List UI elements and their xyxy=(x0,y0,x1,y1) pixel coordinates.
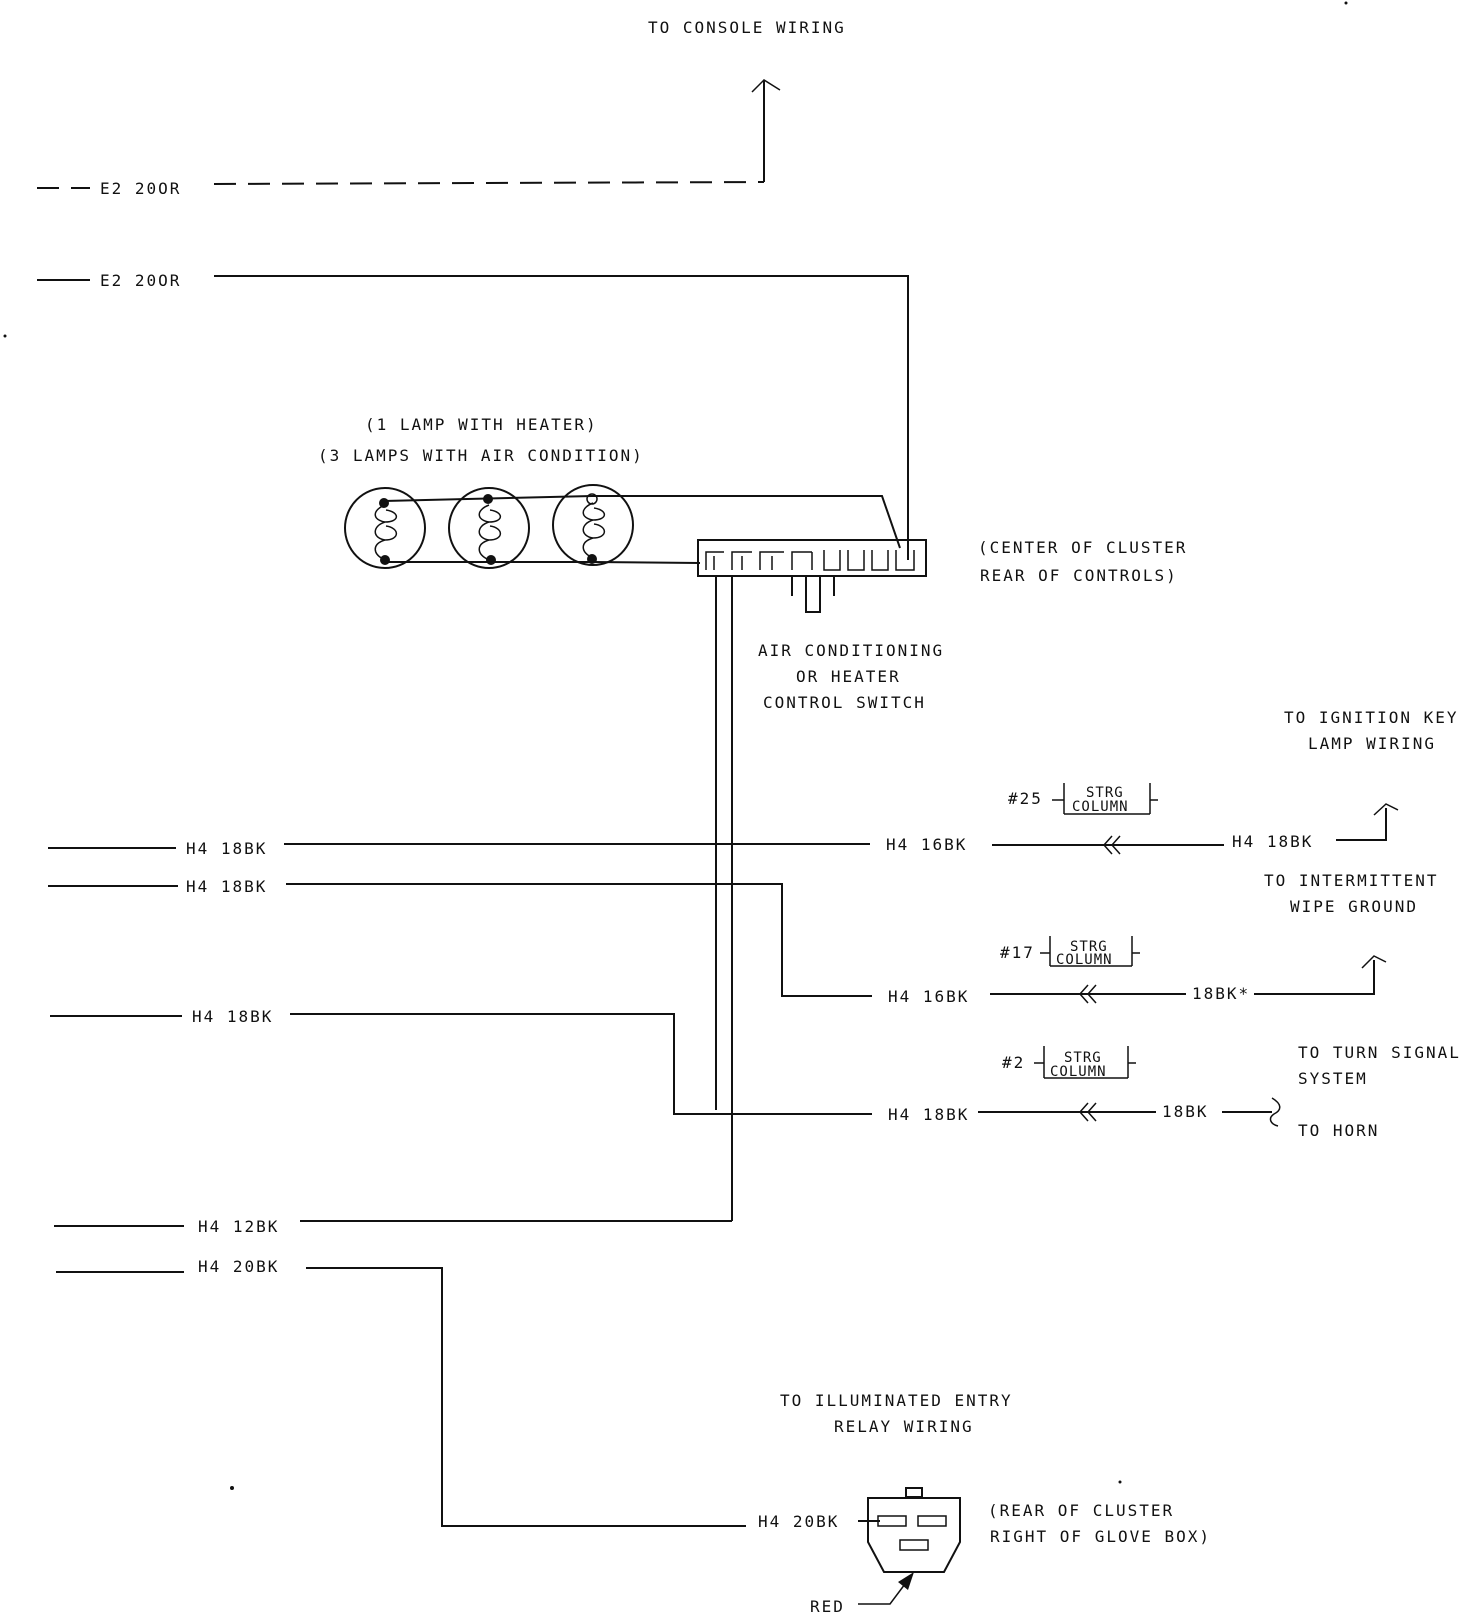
h4-wire-2-route xyxy=(286,883,872,997)
switch-location-line-1: (CENTER OF CLUSTER xyxy=(978,538,1187,557)
relay-connector xyxy=(867,1487,961,1573)
lamp-heater-note: (1 LAMP WITH HEATER) xyxy=(365,415,598,434)
to-turn-signal-line-1: TO TURN SIGNAL xyxy=(1298,1043,1461,1062)
relay-location-line-1: (REAR OF CLUSTER xyxy=(988,1501,1174,1520)
control-switch-connector xyxy=(697,539,927,613)
switch-name-line-3: CONTROL SWITCH xyxy=(763,693,926,712)
intermittent-wipe-terminal xyxy=(1361,955,1387,969)
scan-speck xyxy=(3,334,7,338)
h4-wire-5-route xyxy=(306,1267,746,1527)
to-ignition-key-line-2: LAMP WIRING xyxy=(1308,734,1436,753)
lamp-bottom-to-switch-wire xyxy=(591,561,701,564)
h4-wire-3-route xyxy=(290,1013,872,1115)
relay-location-line-2: RIGHT OF GLOVE BOX) xyxy=(990,1527,1211,1546)
connector-chevron-2 xyxy=(1078,1102,1097,1122)
to-intermittent-line-2: WIPE GROUND xyxy=(1290,897,1418,916)
red-wire-pointer xyxy=(858,1579,909,1605)
h4-wire-1-left-label: H4 18BK xyxy=(186,839,267,858)
lamp-top-to-switch-wire xyxy=(592,495,901,549)
switch-name-line-2: OR HEATER xyxy=(796,667,901,686)
ignition-key-terminal xyxy=(1373,803,1399,816)
intermittent-wipe-lead xyxy=(1254,960,1375,995)
to-turn-signal-line-2: SYSTEM xyxy=(1298,1069,1368,1088)
h4-wire-2-right-label: 18BK* xyxy=(1192,984,1250,1003)
e2-solid-wire-label: E2 20OR xyxy=(100,271,181,290)
h4-wire-2-left-label: H4 18BK xyxy=(186,877,267,896)
e2-solid-wire-right xyxy=(214,275,909,560)
lamp-top-bus-wire xyxy=(383,495,593,502)
strg-label: STRG xyxy=(1064,1050,1102,1066)
connector-chevron-17 xyxy=(1078,984,1097,1004)
strg-column-connector-17: STRG COLUMN xyxy=(1040,936,1140,968)
column-label: COLUMN xyxy=(1072,799,1129,815)
to-horn-label: TO HORN xyxy=(1298,1121,1379,1140)
e2-dashed-wire-label: E2 20OR xyxy=(100,179,181,198)
to-illuminated-entry-line-2: RELAY WIRING xyxy=(834,1417,974,1436)
h4-wire-1-mid-label: H4 16BK xyxy=(886,835,967,854)
h4-relay-wire-label: H4 20BK xyxy=(758,1512,839,1531)
to-illuminated-entry-line-1: TO ILLUMINATED ENTRY xyxy=(780,1391,1013,1410)
h4-wire-3-left-label: H4 18BK xyxy=(192,1007,273,1026)
scan-speck xyxy=(230,1486,234,1490)
strg-label: STRG xyxy=(1070,939,1108,955)
lamp-2 xyxy=(448,487,530,569)
connector-chevron-25 xyxy=(1102,835,1121,855)
switch-location-line-2: REAR OF CONTROLS) xyxy=(980,566,1178,585)
h4-wire-5-left-label: H4 20BK xyxy=(198,1257,279,1276)
h4-wire-1-right-label: H4 18BK xyxy=(1232,832,1313,851)
column-label: COLUMN xyxy=(1056,952,1113,968)
h4-wire-2-mid-label: H4 16BK xyxy=(888,987,969,1006)
lamp-ac-note: (3 LAMPS WITH AIR CONDITION) xyxy=(318,446,644,465)
to-ignition-key-line-1: TO IGNITION KEY xyxy=(1284,708,1459,727)
h4-wire-4-left-label: H4 12BK xyxy=(198,1217,279,1236)
scan-speck xyxy=(1344,1,1348,5)
splice-number-17: #17 xyxy=(1000,943,1035,962)
column-label: COLUMN xyxy=(1050,1064,1107,1080)
turn-signal-terminal xyxy=(1269,1097,1281,1127)
h4-wire-3-mid-label: H4 18BK xyxy=(888,1105,969,1124)
red-wire-arrowhead xyxy=(898,1572,914,1590)
strg-column-connector-25: STRG COLUMN xyxy=(1052,783,1158,815)
red-wire-label: RED xyxy=(810,1597,845,1616)
h4-wire-3-right-label: 18BK xyxy=(1162,1102,1209,1121)
splice-number-25: #25 xyxy=(1008,789,1043,808)
splice-number-2: #2 xyxy=(1002,1053,1025,1072)
strg-label: STRG xyxy=(1086,785,1124,801)
strg-column-connector-2: STRG COLUMN xyxy=(1034,1046,1136,1080)
to-intermittent-line-1: TO INTERMITTENT xyxy=(1264,871,1439,890)
e2-dashed-wire-right xyxy=(213,181,765,185)
to-console-wiring-label: TO CONSOLE WIRING xyxy=(648,18,846,37)
switch-name-line-1: AIR CONDITIONING xyxy=(758,641,944,660)
ignition-key-lead xyxy=(1336,808,1387,841)
console-connector-symbol xyxy=(751,79,781,93)
scan-speck xyxy=(1118,1480,1122,1484)
